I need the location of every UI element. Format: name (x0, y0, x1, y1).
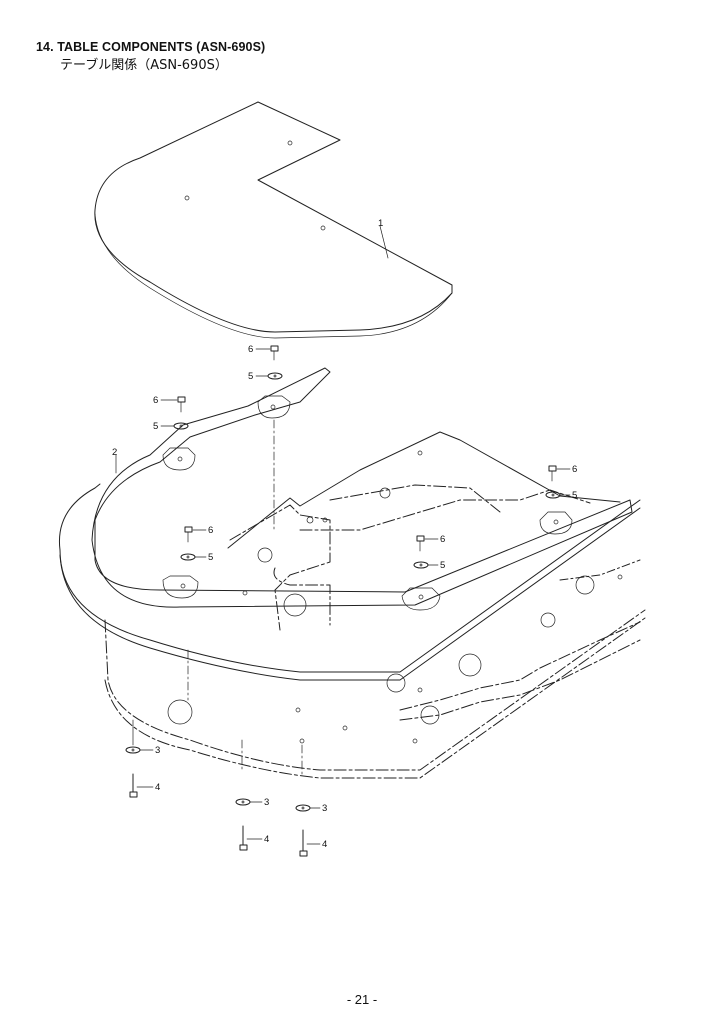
callout-6-d: 6 (424, 534, 445, 545)
callout-5-b: 5 (153, 421, 175, 432)
screw-washer-set-a (267, 345, 283, 380)
bolt-washer-set-right (295, 804, 311, 857)
page-number: - 21 - (346, 992, 378, 1007)
callout-label-5d: 5 (440, 560, 445, 571)
callout-4-left: 4 (136, 782, 160, 793)
callout-6-a: 6 (248, 344, 271, 355)
table-base-plate (58, 431, 641, 681)
callout-3-middle: 3 (249, 797, 269, 808)
callout-label-6d: 6 (440, 534, 445, 545)
callout-5-c: 5 (194, 552, 213, 563)
callout-4-middle: 4 (246, 834, 269, 845)
callout-1: 1 (378, 218, 383, 229)
table-guide-part-2 (91, 367, 633, 611)
callout-6-e: 6 (556, 464, 577, 475)
screw-washer-set-d (413, 535, 429, 569)
callout-label-5c: 5 (208, 552, 213, 563)
callout-label-4b: 4 (264, 834, 269, 845)
callout-label-6e: 6 (572, 464, 577, 475)
callout-label-3b: 3 (264, 797, 269, 808)
alignment-lines (187, 419, 303, 776)
callout-2: 2 (112, 447, 117, 458)
screw-washer-set-e (545, 465, 561, 499)
section-subtitle: テーブル関係（ASN-690S） (60, 58, 228, 73)
callout-label-4a: 4 (155, 782, 160, 793)
bolt-washer-set-left (125, 719, 141, 798)
callout-label-3c: 3 (322, 803, 327, 814)
table-underframe-hidden-lines (104, 484, 646, 779)
callout-label-5b: 5 (153, 421, 158, 432)
callout-label-3a: 3 (155, 745, 160, 756)
callout-5-d: 5 (427, 560, 445, 571)
callout-label-5a: 5 (248, 371, 253, 382)
callout-label-5e: 5 (572, 490, 577, 501)
callout-label-2: 2 (112, 447, 117, 458)
table-cover-part-1 (94, 101, 453, 339)
callout-6-b: 6 (153, 395, 178, 406)
callout-3-left: 3 (139, 745, 160, 756)
callout-label-1: 1 (378, 218, 383, 229)
screw-washer-set-c (180, 526, 196, 561)
callout-5-e: 5 (559, 490, 577, 501)
bolt-washer-set-middle (235, 798, 251, 851)
callout-label-6a: 6 (248, 344, 253, 355)
callout-5-a: 5 (248, 371, 269, 382)
section-title: 14. TABLE COMPONENTS (ASN-690S) (36, 40, 266, 54)
callout-label-6b: 6 (153, 395, 158, 406)
callout-label-4c: 4 (322, 839, 327, 850)
callout-label-6c: 6 (208, 525, 213, 536)
callout-4-right: 4 (306, 839, 327, 850)
callout-3-right: 3 (309, 803, 327, 814)
callout-6-c: 6 (192, 525, 213, 536)
